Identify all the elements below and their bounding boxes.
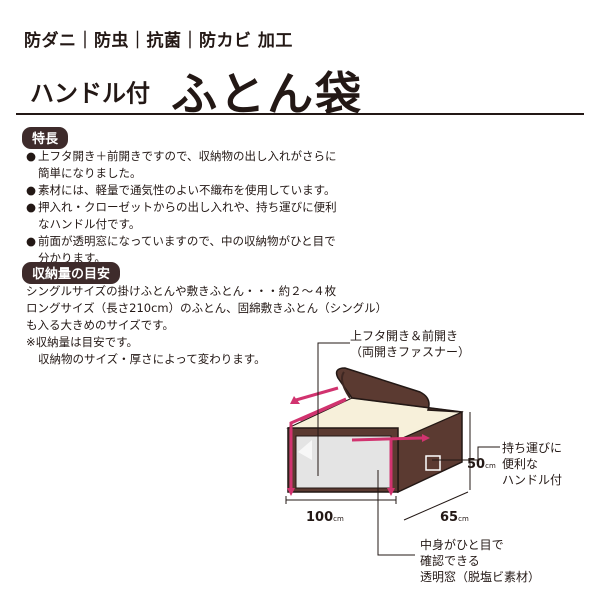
- window-label: 中身がひと目で 確認できる 透明窓（脱塩ビ素材）: [420, 537, 540, 585]
- lid-opening-label: 上フタ開き＆前開き （両開きファスナー）: [350, 328, 470, 360]
- capacity-text: シングルサイズの掛けふとんや敷きふとん・・・約２～４枚 ロングサイズ（長さ210…: [26, 283, 388, 368]
- feature-line: 素材には、軽量で通気性のよい不織布を使用しています。: [38, 183, 336, 197]
- height-value: 50: [467, 457, 486, 472]
- feature-line: 分かります。: [38, 251, 106, 265]
- tagline: 防ダニ｜防虫｜抗菌｜防カビ 加工: [24, 31, 293, 51]
- bullet-icon: ●: [26, 234, 37, 248]
- capacity-heading: 収納量の目安: [22, 262, 121, 284]
- label-line: 中身がひと目で: [420, 538, 504, 552]
- label-line: 便利な: [502, 457, 539, 471]
- title-row: ハンドル付 ふとん袋: [30, 58, 363, 124]
- unit-label: cm: [333, 515, 344, 523]
- page-title: ふとん袋: [171, 67, 364, 121]
- feature-line: 簡単になりました。: [38, 166, 142, 180]
- label-line: （両開きファスナー）: [350, 345, 471, 359]
- label-line: 透明窓（脱塩ビ素材）: [420, 570, 541, 584]
- feature-line: なハンドル付です。: [38, 217, 141, 231]
- width-value: 100: [306, 510, 334, 525]
- feature-item: ● 前面が透明窓になっていますので、中の収納物がひと目で分かります。: [26, 233, 346, 267]
- handle-label: 持ち運びに 便利な ハンドル付: [502, 440, 562, 488]
- bullet-icon: ●: [26, 183, 37, 197]
- features-heading: 特長: [22, 127, 69, 149]
- depth-dimension: 65cm: [440, 510, 469, 525]
- bullet-icon: ●: [26, 200, 37, 214]
- depth-value: 65: [440, 510, 459, 525]
- feature-line: 前面が透明窓になっていますので、中の収納物がひと目で: [38, 234, 336, 248]
- capacity-line: も入る大きめのサイズです。: [26, 318, 175, 332]
- height-dimension: 50cm: [467, 457, 496, 472]
- feature-item: ● 上フタ開き＋前開きですので、収納物の出し入れがさらに簡単になりました。: [26, 148, 346, 182]
- capacity-note: ※収納量は目安です。: [26, 335, 138, 349]
- width-dimension: 100cm: [306, 510, 344, 525]
- subtitle: ハンドル付: [30, 79, 150, 108]
- capacity-line: シングルサイズの掛けふとんや敷きふとん・・・約２～４枚: [26, 284, 337, 298]
- capacity-line: ロングサイズ（長さ210cm）のふとん、固綿敷きふとん（シングル）: [26, 301, 388, 315]
- capacity-note: 収納物のサイズ・厚さによって変わります。: [38, 352, 266, 366]
- label-line: 上フタ開き＆前開き: [350, 329, 459, 343]
- feature-item: ● 素材には、軽量で通気性のよい不織布を使用しています。: [26, 182, 346, 199]
- features-list: ● 上フタ開き＋前開きですので、収納物の出し入れがさらに簡単になりました。 ● …: [26, 148, 346, 267]
- feature-item: ● 押入れ・クローゼットからの出し入れや、持ち運びに便利なハンドル付です。: [26, 199, 346, 233]
- label-line: ハンドル付: [502, 473, 563, 487]
- label-line: 持ち運びに: [502, 441, 563, 455]
- bullet-icon: ●: [26, 149, 37, 163]
- feature-line: 押入れ・クローゼットからの出し入れや、持ち運びに便利: [38, 200, 337, 214]
- label-line: 確認できる: [420, 554, 480, 568]
- unit-label: cm: [458, 515, 469, 523]
- unit-label: cm: [485, 462, 496, 470]
- feature-line: 上フタ開き＋前開きですので、収納物の出し入れがさらに: [38, 149, 337, 163]
- title-divider: [16, 113, 584, 115]
